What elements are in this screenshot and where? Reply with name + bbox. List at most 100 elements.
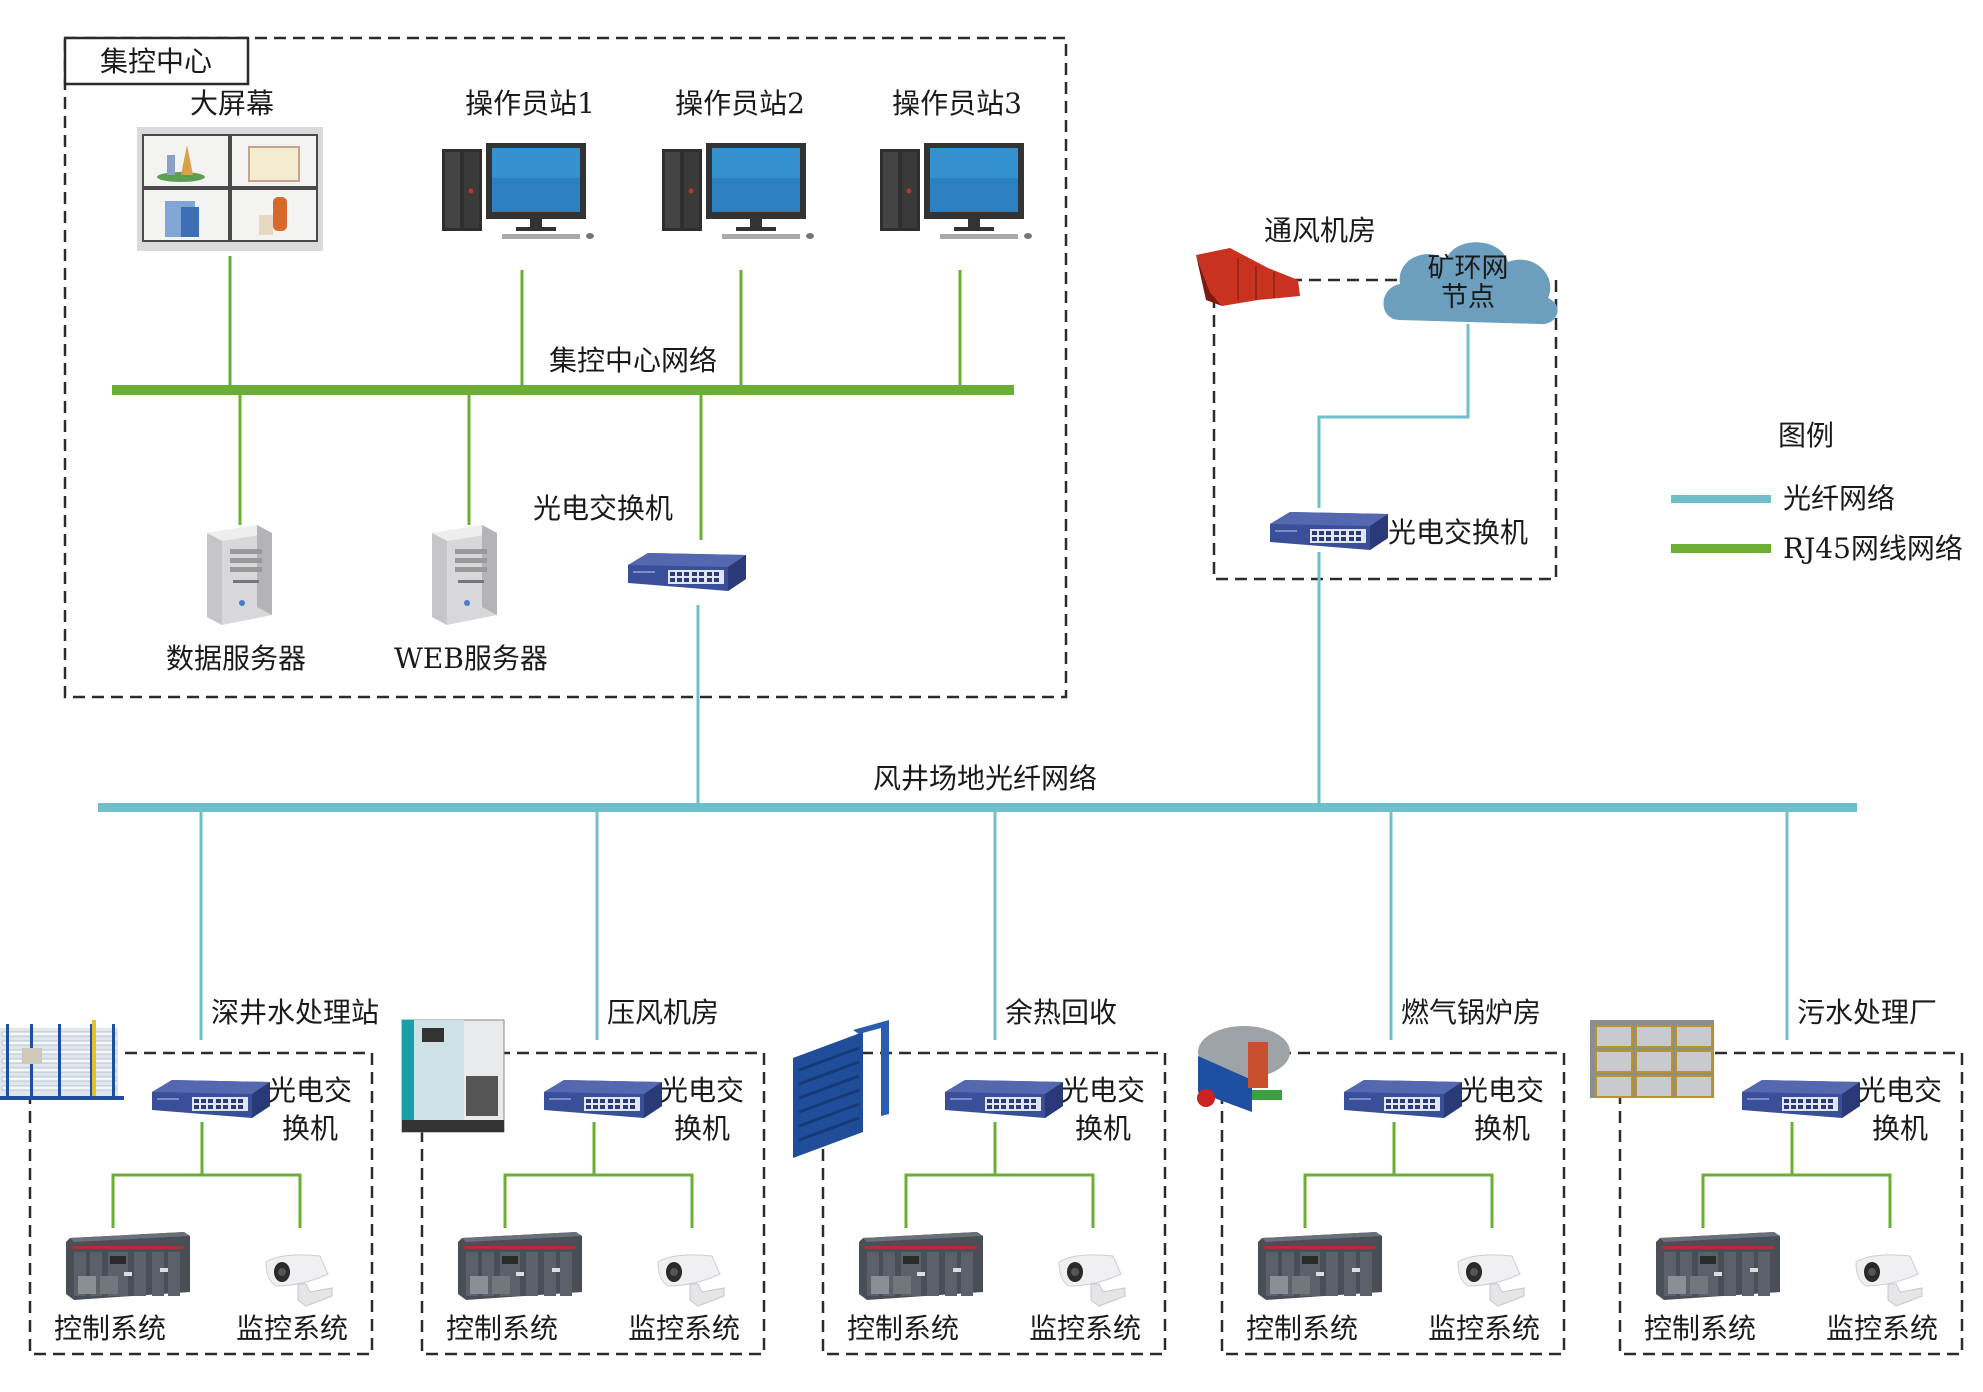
control-system-icon [1656, 1232, 1780, 1300]
sewage-plant-icon [1590, 1020, 1714, 1098]
control-system-label: 控制系统 [1644, 1312, 1756, 1345]
control-center-title: 集控中心 [100, 45, 212, 78]
control-center-rj45-links [228, 256, 962, 540]
big-screen-label: 大屏幕 [190, 87, 274, 120]
control-center-network-bus [112, 385, 1014, 395]
heat-exchanger-icon [793, 1020, 889, 1158]
tank [1635, 1025, 1673, 1048]
rj45-branch [1701, 1173, 1892, 1228]
station-sewage-plant: 污水处理厂光电交换机控制系统监控系统 [1590, 808, 1964, 1356]
station-switch-icon [1742, 1080, 1860, 1118]
base [0, 1096, 124, 1100]
plate [798, 1102, 860, 1128]
station-boundary [1220, 1051, 1566, 1356]
base [402, 1120, 504, 1132]
ventilation-room-boundary [1212, 278, 1558, 581]
big-screen-icon [136, 126, 324, 252]
camera-icon [1457, 1254, 1525, 1307]
tank [1675, 1050, 1713, 1073]
tank [1635, 1050, 1673, 1073]
monitor-system-label: 监控系统 [1826, 1312, 1938, 1345]
rj45-branch [503, 1173, 694, 1228]
water-treatment-icon [0, 1020, 124, 1100]
post [58, 1024, 61, 1100]
gas-boiler-icon [1197, 1026, 1290, 1112]
screen [422, 1028, 444, 1042]
monitor-system-label: 监控系统 [1428, 1312, 1540, 1345]
air-compressor-icon [401, 1019, 505, 1133]
web-server-label: WEB服务器 [394, 642, 548, 675]
tank [1675, 1075, 1713, 1098]
front [1198, 1056, 1252, 1112]
post [90, 1024, 93, 1100]
control-system-label: 控制系统 [1246, 1312, 1358, 1345]
tank [1675, 1025, 1713, 1048]
control-center-network-label: 集控中心网络 [549, 344, 717, 377]
legend-title: 图例 [1778, 419, 1834, 452]
tank [1595, 1050, 1633, 1073]
operator-station-1-label: 操作员站1 [465, 87, 595, 120]
valve [1197, 1089, 1215, 1107]
control-system-label: 控制系统 [446, 1312, 558, 1345]
station-gas-boiler: 燃气锅炉房光电交换机控制系统监控系统 [1197, 808, 1566, 1356]
field-fiber-network-bus [98, 803, 1857, 812]
center-switch-icon [628, 553, 746, 591]
station-boundary [420, 1051, 766, 1356]
station-switch-label-line1: 光电交 [1460, 1074, 1544, 1107]
post [92, 1020, 96, 1100]
ventilation-room-label: 通风机房 [1264, 214, 1376, 247]
plate [798, 1088, 860, 1114]
burner [1248, 1042, 1268, 1088]
plate [798, 1046, 860, 1072]
cloud-label-line2: 节点 [1441, 282, 1495, 313]
plate [798, 1074, 860, 1100]
control-center-boundary [63, 36, 1068, 699]
legend-label-rj45: RJ45网线网络 [1783, 532, 1963, 565]
legend-swatch-rj45 [1671, 544, 1771, 553]
control-system-label: 控制系统 [54, 1312, 166, 1345]
operator-station-3-label: 操作员站3 [892, 87, 1022, 120]
control-center-group: 集控中心 大屏幕 操作员站1 操作员站2 操作员站3 集控中心网络 数据服务器 … [63, 36, 1068, 699]
station-switch-label-line2: 换机 [1872, 1112, 1928, 1145]
frame [853, 1020, 889, 1116]
center-switch-label: 光电交换机 [533, 492, 673, 525]
control-system-icon [859, 1232, 983, 1300]
station-switch-label-line1: 光电交 [268, 1074, 352, 1107]
station-water-treatment: 深井水处理站光电交换机控制系统监控系统 [0, 808, 379, 1356]
cloud-label-line1: 矿环网 [1428, 253, 1509, 284]
workstation-2-icon [662, 143, 814, 239]
camera-icon [265, 1254, 333, 1307]
station-boundary [1618, 1051, 1964, 1356]
ventilation-room-group: 通风机房 矿环网 节点 光电交换机 [1196, 214, 1558, 581]
ventilation-fan-icon [1196, 248, 1300, 306]
station-name: 深井水处理站 [211, 996, 379, 1029]
tank [1635, 1075, 1673, 1098]
field-fiber-network-label: 风井场地光纤网络 [873, 762, 1097, 795]
station-switch-label-line2: 换机 [674, 1112, 730, 1145]
fiber-link-cloud-to-switch [1317, 324, 1470, 508]
station-heat-exchanger: 余热回收光电交换机控制系统监控系统 [793, 808, 1167, 1356]
rj45-branch [111, 1173, 302, 1228]
legend-swatch-fiber [1671, 495, 1771, 503]
control-system-icon [66, 1232, 190, 1300]
station-switch-icon [1344, 1080, 1462, 1118]
data-server-icon [207, 525, 272, 625]
control-system-label: 控制系统 [847, 1312, 959, 1345]
rj45-branch [904, 1173, 1095, 1228]
data-server-label: 数据服务器 [166, 642, 306, 675]
plate [798, 1060, 860, 1086]
station-name: 压风机房 [607, 996, 719, 1029]
legend: 图例 光纤网络 RJ45网线网络 [1671, 419, 1963, 565]
legend-label-fiber: 光纤网络 [1783, 482, 1895, 515]
post [6, 1024, 9, 1100]
plate [798, 1116, 860, 1142]
ventilation-switch-label: 光电交换机 [1388, 516, 1528, 549]
tank [1595, 1025, 1633, 1048]
station-name: 燃气锅炉房 [1401, 996, 1541, 1029]
station-switch-label-line2: 换机 [282, 1112, 338, 1145]
mine-ring-network-cloud-icon [1383, 242, 1558, 325]
camera-icon [1058, 1254, 1126, 1307]
vent [466, 1076, 498, 1116]
station-switch-icon [544, 1080, 662, 1118]
